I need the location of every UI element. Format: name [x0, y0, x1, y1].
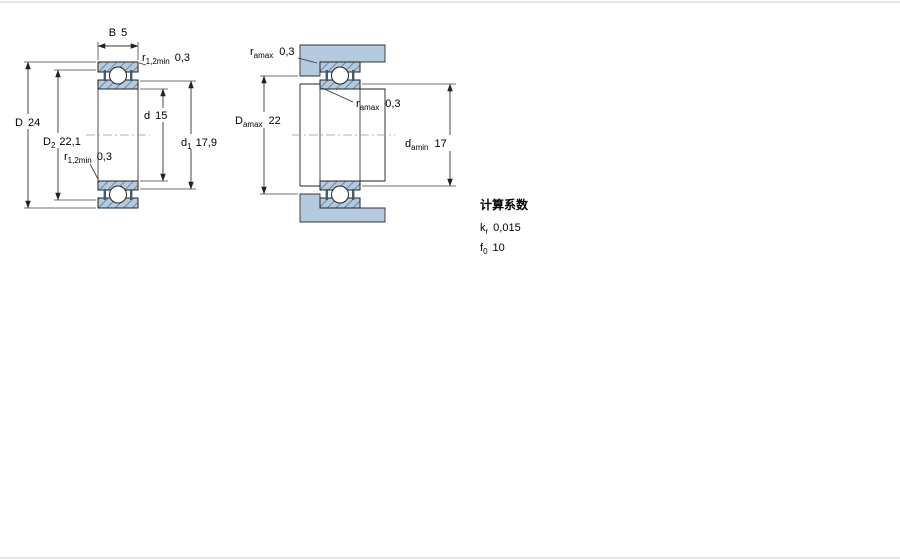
ball-bottom-right: [331, 185, 349, 204]
dim-Da-label-bg: [232, 112, 294, 128]
shield-top-right-right-view: [352, 70, 355, 81]
right-view-abutment-section: [292, 44, 395, 223]
shield-bottom-right: [130, 189, 133, 200]
left-view-bearing-section: [86, 61, 150, 209]
calculation-factors-heading: 计算系数: [480, 197, 529, 212]
shield-bottom-right-right-view: [352, 189, 355, 200]
ball-top-right: [331, 66, 349, 85]
shield-bottom-left: [103, 189, 106, 200]
shield-top-right: [130, 70, 133, 81]
shield-bottom-left-right-view: [325, 189, 328, 200]
dim-D2-label-bg: [41, 133, 85, 148]
dim-d1-label-bg: [179, 134, 219, 149]
ball-top: [109, 66, 127, 85]
dim-d-label-bg: [142, 108, 166, 122]
dim-D-label-bg: [13, 114, 47, 129]
dim-da-label-bg: [402, 135, 456, 151]
shield-top-left-right-view: [325, 70, 328, 81]
ball-bottom: [109, 185, 127, 204]
shield-top-left: [103, 70, 106, 81]
